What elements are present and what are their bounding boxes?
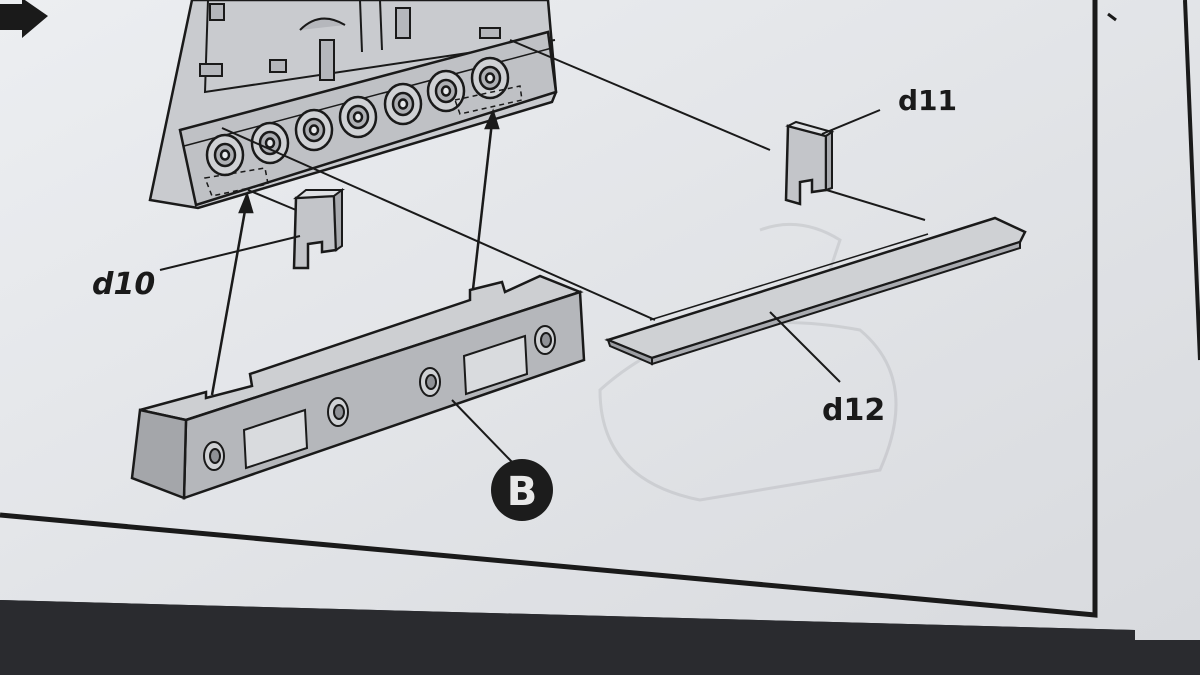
part-d10: [159, 188, 345, 271]
callout-b-badge: [491, 459, 553, 521]
b-leader: [451, 399, 513, 463]
label-d11: d11: [898, 84, 957, 117]
callout-b-letter: B: [507, 469, 538, 515]
page-edge: [0, 600, 1135, 675]
part-d12: [604, 216, 1027, 383]
guide-lines: [221, 39, 926, 321]
d11-leader: [821, 109, 881, 135]
insertion-arrows: [210, 108, 500, 396]
label-d10: d10: [92, 267, 155, 302]
label-d12: d12: [822, 393, 885, 428]
part-d11: [784, 109, 881, 206]
sheet-edge-line: [1183, 0, 1200, 361]
callout-b: B: [491, 459, 553, 521]
frame-border: [0, 0, 1098, 618]
d12-leader: [769, 311, 841, 383]
d10-leader: [159, 235, 301, 271]
right-arrow-icon: [0, 0, 48, 38]
panel-assembly: [148, 0, 558, 210]
part-b-block: [130, 274, 586, 500]
corner-mark: [1107, 12, 1117, 22]
